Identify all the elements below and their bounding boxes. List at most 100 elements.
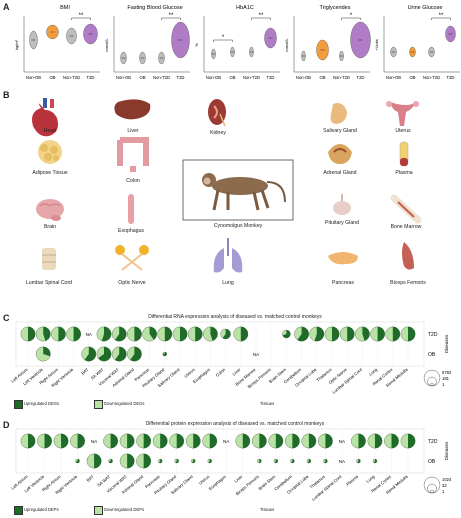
tissue-label: Uterus (198, 474, 211, 486)
legend-up-swatch-c (14, 400, 23, 409)
chart-title: Urine Glucose (408, 5, 443, 11)
na-label: NA (339, 459, 345, 464)
na-label: NA (339, 439, 345, 444)
significance-mark-2: * (222, 35, 225, 41)
significance-bracket-2 (213, 39, 233, 42)
organ-label-colon: Colon (126, 178, 140, 184)
organ-label-salivary-gland: Salivary Gland (323, 128, 357, 134)
category-label: Non-T2D (63, 75, 80, 80)
bubble-up (73, 326, 81, 342)
category-label: Non-OB (26, 75, 41, 80)
significance-mark: ** (439, 13, 444, 19)
organ-label-plasma: Plasma (395, 170, 413, 176)
category-label: OB (229, 75, 235, 80)
category-label: OB (49, 75, 55, 80)
chart-ylabel: mmol/L (284, 38, 289, 52)
organ-label-pancreas: Pancreas (332, 280, 354, 286)
legend-down-label-d: Downregulated DEPs (104, 507, 145, 512)
bubble-up (391, 433, 399, 449)
panel-d-protein-bubble-chart: Differential protein expression analysis… (10, 420, 460, 518)
category-label: Non-T2D (153, 75, 170, 80)
bone-marrow-icon (390, 194, 422, 224)
row-label: OB (428, 459, 436, 465)
bubble-up (114, 346, 127, 362)
bubble-up (408, 326, 416, 342)
lumbar-spinal-cord-icon (42, 248, 56, 270)
organ-label-pituitary-gland: Pituitary Gland (324, 220, 360, 226)
bubble-up (307, 459, 311, 463)
bubble-up (175, 459, 179, 463)
bubble-up (275, 433, 284, 449)
tissue-label: BAT (86, 474, 96, 483)
tissue-label: Esophagus (208, 474, 227, 491)
bubble-up (108, 459, 113, 463)
chart-title: HbA1C (236, 5, 254, 11)
bubble-up (143, 433, 151, 449)
significance-mark: ** (169, 13, 174, 19)
organ-label-lung: Lung (222, 280, 234, 286)
category-label: Non-T2D (333, 75, 350, 80)
bubble-up (292, 433, 300, 449)
bubble-up (208, 459, 212, 463)
organ-label-biceps-femoris: Biceps Femoris (390, 280, 426, 286)
chart-title: BMI (60, 5, 70, 11)
category-label: Non-OB (386, 75, 401, 80)
optic-nerve-icon (115, 245, 149, 271)
bubble-up (291, 459, 295, 463)
bubble-up (195, 326, 203, 342)
bubble-up (347, 326, 355, 342)
bubble-up (75, 459, 80, 463)
bubble-up (282, 330, 291, 338)
plot-frame (15, 428, 425, 474)
bubble-up (358, 433, 366, 449)
bubble-up (180, 326, 188, 342)
bubble-up (43, 326, 51, 341)
organ-label-uterus: Uterus (395, 128, 411, 134)
panel-d-title: Differential protein expression analysis… (145, 421, 325, 427)
tissue-label: Uterus (183, 367, 196, 379)
size-legend-circle (427, 483, 437, 494)
significance-bracket (431, 17, 451, 20)
chart-ylabel: % (194, 43, 199, 47)
monkey-label: Cynomolgus Monkey (213, 223, 263, 229)
significance-mark: ** (259, 13, 264, 19)
liver-icon (114, 99, 151, 120)
na-label: NA (223, 439, 229, 444)
bubble-up (61, 433, 69, 449)
panel-letter-d: D (3, 420, 10, 430)
organ-label-brain: Brain (43, 224, 57, 230)
significance-mark: * (350, 13, 353, 19)
bubble-up (28, 433, 36, 449)
organ-illustrations (32, 98, 422, 273)
tissue-label: BAT (80, 367, 90, 376)
bubble-up (28, 326, 36, 342)
category-label: Non-OB (116, 75, 131, 80)
size-legend-label: 5792 (442, 370, 452, 375)
bubble-up (114, 326, 127, 342)
bubble-up (94, 453, 102, 469)
category-label: T2D (87, 75, 95, 80)
bubble-up (127, 433, 135, 449)
category-label: Non-OB (296, 75, 311, 80)
na-label: NA (86, 332, 92, 337)
lung-icon (213, 238, 243, 273)
uterus-icon (386, 101, 419, 126)
bubble-up (143, 453, 151, 469)
category-label: Non-T2D (243, 75, 260, 80)
category-label: Non-OB (206, 75, 221, 80)
esophagus-icon (128, 194, 134, 224)
size-legend-circle (423, 476, 441, 494)
panel-c-title: Differential RNA expression analysis of … (148, 314, 322, 320)
chart-ylabel: kg/m² (14, 39, 19, 50)
chart-title: Fasting Blood Glucose (127, 5, 182, 11)
size-legend-label: 181 (442, 376, 450, 381)
panel-letter-b: B (3, 90, 10, 100)
bubble-up (325, 433, 333, 449)
size-legend-circle (430, 382, 434, 387)
bubble-up (392, 326, 400, 342)
